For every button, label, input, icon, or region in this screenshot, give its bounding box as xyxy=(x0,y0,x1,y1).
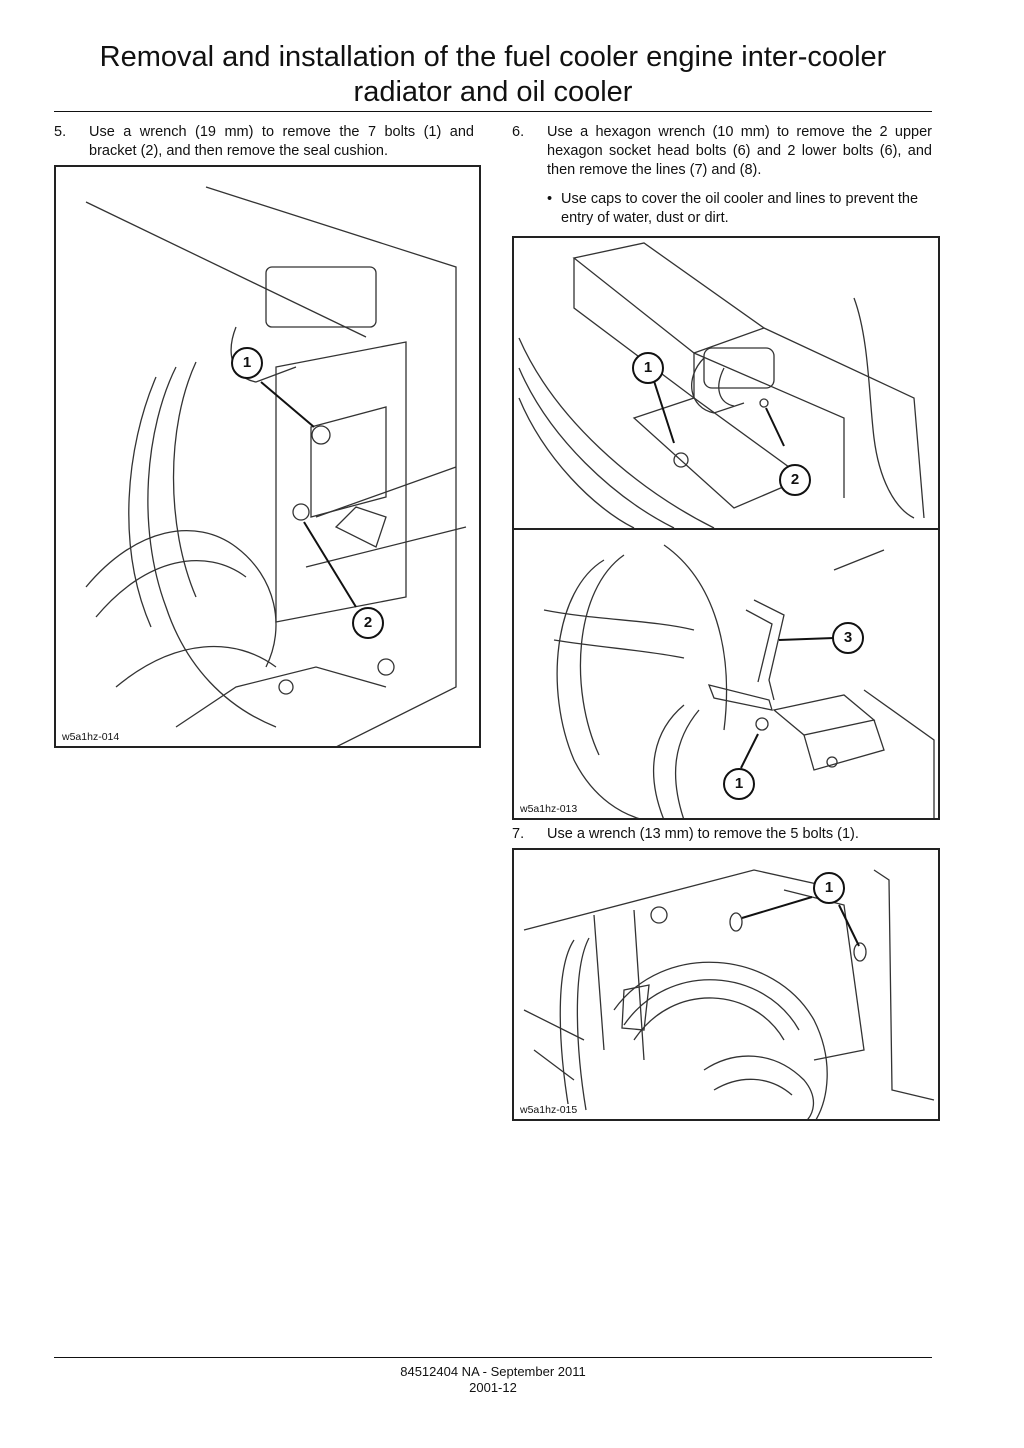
callout-1: 1 xyxy=(723,768,755,800)
figure-bolts-bracket: 1 2 w5a1hz-014 xyxy=(54,165,481,748)
figure-oil-lines: 3 1 w5a1hz-013 xyxy=(512,528,940,820)
engine-illustration xyxy=(85,186,467,746)
footer-document-id: 84512404 NA - September 2011 xyxy=(400,1364,586,1379)
figure-radiator-bolts: 1 w5a1hz-015 xyxy=(512,848,940,1121)
figure-code: w5a1hz-013 xyxy=(518,803,580,815)
callout-1: 1 xyxy=(813,872,845,904)
bullet-symbol: • xyxy=(547,191,553,207)
radiator-illustration xyxy=(523,869,935,1119)
callout-2: 2 xyxy=(779,464,811,496)
footer-divider xyxy=(54,1357,932,1358)
bullet-text: Use caps to cover the oil cooler and lin… xyxy=(561,191,919,226)
figure-oil-cooler-upper: 1 2 xyxy=(512,236,940,530)
callout-1: 1 xyxy=(231,347,263,379)
step-text: Use a hexagon wrench (10 mm) to remove t… xyxy=(547,124,932,178)
title-divider xyxy=(54,111,932,112)
step-text: Use a wrench (19 mm) to remove the 7 bol… xyxy=(89,124,474,159)
step-text: Use a wrench (13 mm) to remove the 5 bol… xyxy=(547,826,859,842)
callout-3: 3 xyxy=(832,622,864,654)
page-title-line-1: Removal and installation of the fuel coo… xyxy=(99,41,887,73)
footer-page-number: 2001-12 xyxy=(469,1380,517,1395)
oil-lines-illustration xyxy=(543,544,935,818)
page-footer: 84512404 NA - September 2011 2001-12 xyxy=(54,1364,932,1396)
figure-code: w5a1hz-015 xyxy=(518,1104,580,1116)
callout-2: 2 xyxy=(352,607,384,639)
figure-code: w5a1hz-014 xyxy=(60,731,122,743)
step-number: 7. xyxy=(512,826,525,842)
oil-cooler-illustration xyxy=(518,242,925,528)
step-number: 5. xyxy=(54,124,67,140)
page-title-line-2: radiator and oil cooler xyxy=(353,76,633,108)
step-number: 6. xyxy=(512,124,525,140)
page-title: Removal and installation of the fuel coo… xyxy=(54,40,932,110)
callout-1: 1 xyxy=(632,352,664,384)
